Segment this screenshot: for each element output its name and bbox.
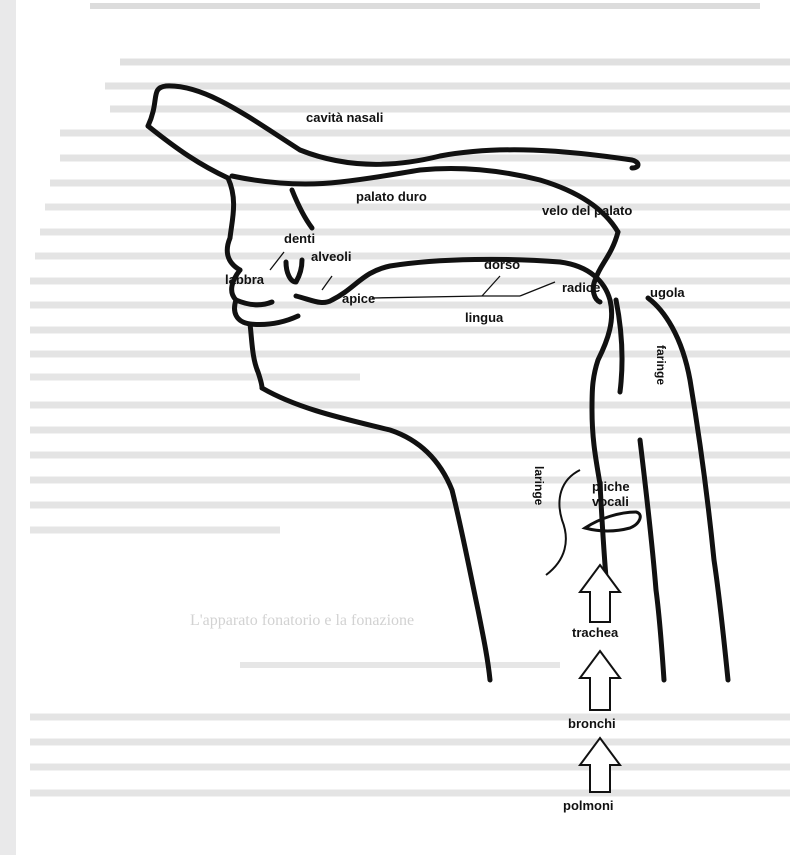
label-cavita-nasali: cavità nasali: [306, 110, 383, 125]
label-velo-del-palato: velo del palato: [542, 203, 632, 218]
airflow-arrow-bronchi: [580, 651, 620, 710]
label-radice: radice: [562, 280, 600, 295]
label-apice: apice: [342, 291, 375, 306]
label-bronchi: bronchi: [568, 716, 616, 731]
label-denti: denti: [284, 231, 315, 246]
background-page-text: L'apparato fonatorio e la fonazione: [30, 6, 790, 793]
label-laringe: laringe: [532, 466, 546, 506]
label-lingua: lingua: [465, 310, 504, 325]
label-faringe: faringe: [654, 345, 668, 385]
esophagus-outline: [640, 440, 664, 680]
vocal-tract-outline: [148, 86, 728, 680]
diagram-labels: cavità nasali palato duro velo del palat…: [225, 110, 685, 813]
label-labbra: labbra: [225, 272, 265, 287]
airflow-arrow-trachea: [580, 565, 620, 622]
left-margin: [0, 0, 16, 855]
vocal-folds-shape: [585, 512, 640, 531]
epiglottis-outline: [616, 300, 622, 392]
label-palato-duro: palato duro: [356, 189, 427, 204]
label-alveoli: alveoli: [311, 249, 351, 264]
airflow-arrows: [580, 565, 620, 792]
background-heading: L'apparato fonatorio e la fonazione: [190, 612, 414, 629]
label-vocali: vocali: [592, 494, 629, 509]
label-trachea: trachea: [572, 625, 619, 640]
label-ugola: ugola: [650, 285, 685, 300]
label-dorso: dorso: [484, 257, 520, 272]
larynx-bracket: [546, 470, 580, 575]
label-pliche: pliche: [592, 479, 630, 494]
nose-outline: [148, 126, 240, 270]
airflow-arrow-polmoni: [580, 738, 620, 792]
label-polmoni: polmoni: [563, 798, 614, 813]
